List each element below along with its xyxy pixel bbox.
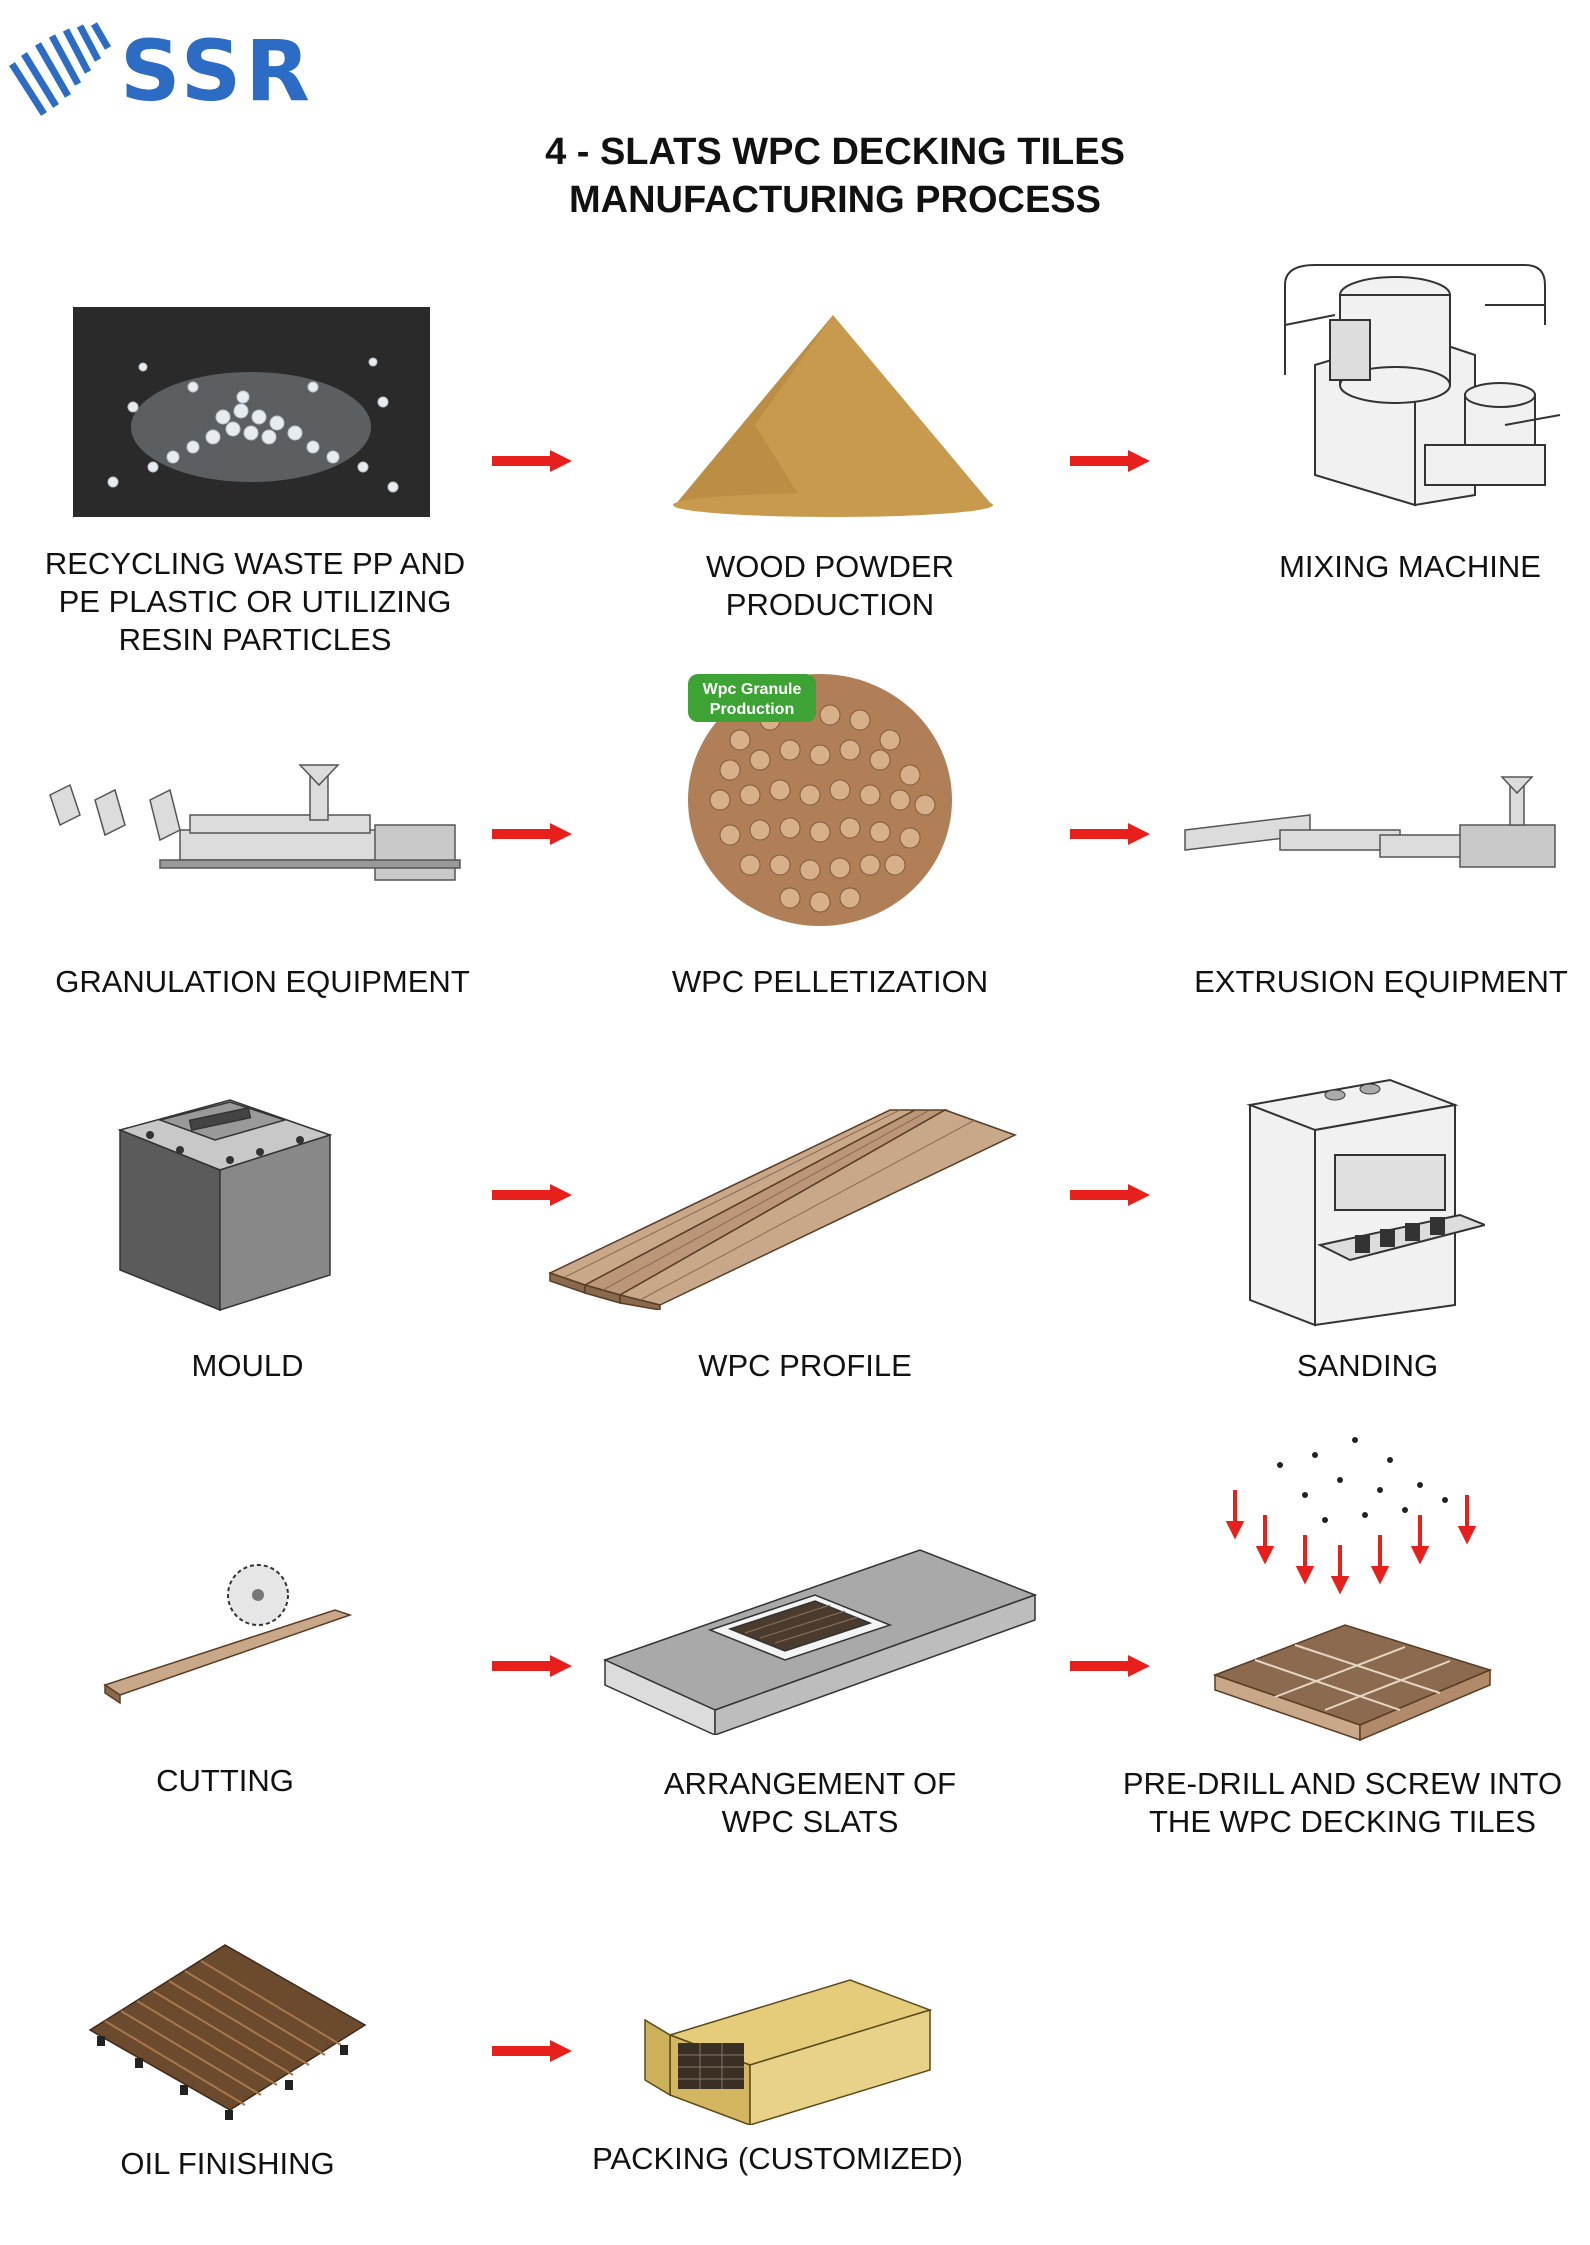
process-arrow-6 <box>1070 1184 1150 1206</box>
wpc-profile-image <box>548 1109 1017 1310</box>
step-caption-6: EXTRUSION EQUIPMENT <box>1194 964 1568 999</box>
logo-text: SSR <box>120 22 314 120</box>
slat-arrangement-image <box>602 1549 1038 1735</box>
mixing-machine-image <box>1284 264 1561 507</box>
step-caption-13: OIL FINISHING <box>120 2146 335 2181</box>
step-caption-14: PACKING (CUSTOMIZED) <box>592 2141 963 2176</box>
process-arrow-2 <box>1070 450 1150 472</box>
resin-particles-image <box>73 307 430 517</box>
process-arrow-8 <box>1070 1655 1150 1677</box>
step-caption-8: WPC PROFILE <box>698 1348 912 1383</box>
step-caption-4: GRANULATION EQUIPMENT <box>55 964 470 999</box>
badge-line-2: Production <box>710 701 794 718</box>
process-arrow-5 <box>492 1184 572 1206</box>
step-caption-9: SANDING <box>1296 1348 1439 1383</box>
title-line-1: 4 - SLATS WPC DECKING TILES <box>545 131 1125 173</box>
oil-finishing-image <box>88 1944 367 2120</box>
badge-line-1: Wpc Granule <box>703 681 802 698</box>
step-caption-7: MOULD <box>191 1348 304 1383</box>
cutting-saw-image <box>103 1564 353 1705</box>
extrusion-equipment-image <box>1184 776 1556 868</box>
sanding-machine-image <box>1246 1078 1485 1327</box>
process-arrow-4 <box>1070 823 1150 845</box>
ssr-logo-icon <box>9 22 112 116</box>
step-caption-10: CUTTING <box>156 1763 294 1798</box>
wood-powder-image <box>673 315 993 517</box>
process-arrow-9 <box>492 2040 572 2062</box>
wpc-pellets-image: Wpc Granule Production <box>688 674 952 926</box>
process-arrow-7 <box>492 1655 572 1677</box>
packing-box-image <box>644 1979 933 2125</box>
title-line-2: MANUFACTURING PROCESS <box>568 179 1102 221</box>
step-caption-5: WPC PELLETIZATION <box>671 964 989 999</box>
mould-image <box>117 1099 333 1312</box>
granulation-equipment-image <box>49 764 461 881</box>
pre-drill-screw-image <box>1212 1437 1493 1742</box>
page-title: 4 - SLATS WPC DECKING TILES MANUFACTURIN… <box>370 128 1300 224</box>
step-caption-3: MIXING MACHINE <box>1279 549 1541 584</box>
process-arrow-3 <box>492 823 572 845</box>
process-arrow-1 <box>492 450 572 472</box>
